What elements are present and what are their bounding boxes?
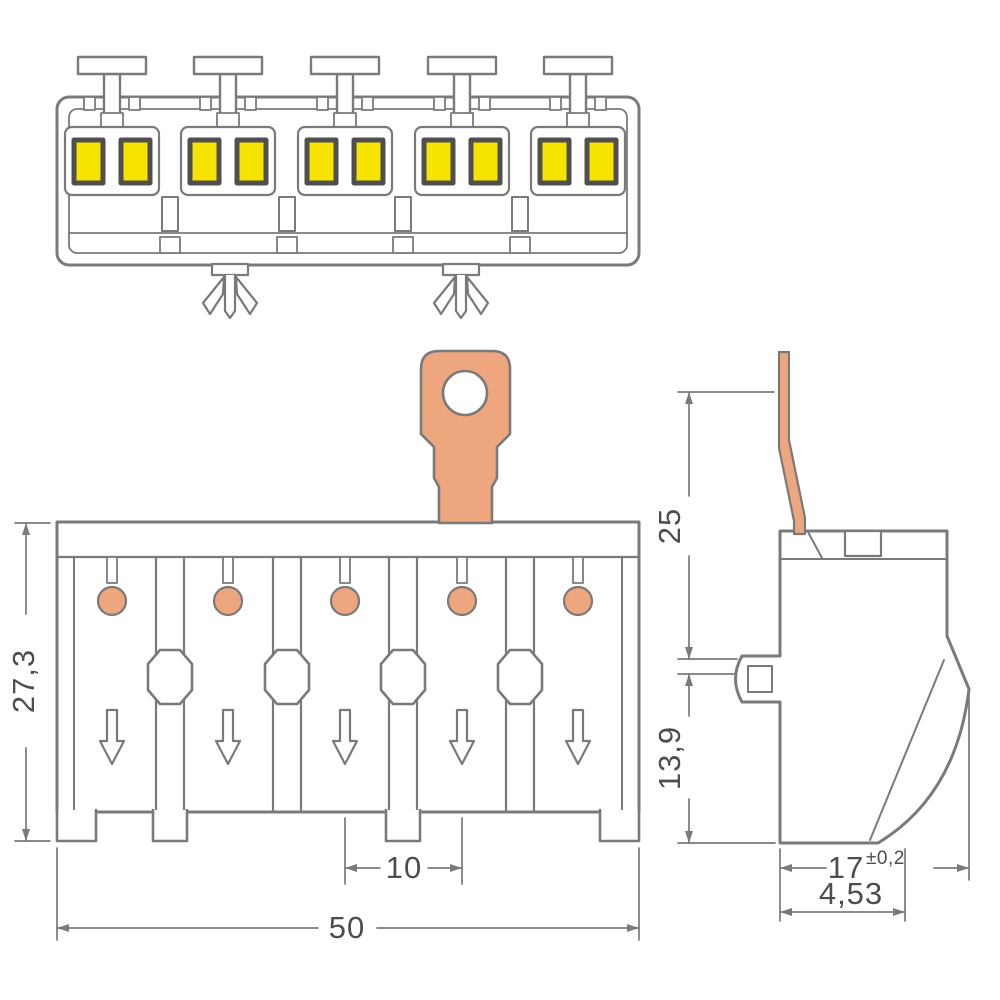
bottom-foot	[384, 808, 422, 843]
dimension-bottom-offset	[779, 848, 906, 922]
dimension-label-depth-tolerance: ±0,2	[866, 848, 905, 869]
pole-separator	[276, 196, 298, 254]
dimension-label-total-width: 50	[329, 910, 365, 945]
pole-separator	[159, 196, 181, 254]
dimension-label-depth: 17	[828, 850, 864, 885]
dimension-pole-pitch	[344, 817, 463, 885]
front-view	[55, 349, 641, 843]
bottom-foot	[151, 808, 189, 843]
ground-contact-lug	[419, 349, 512, 525]
dimensions: 27,3 50 10 25 13,9 17 ±0,2 4,53	[6, 391, 970, 945]
side-push-button	[843, 529, 883, 558]
dimension-total-height	[14, 522, 51, 842]
dimension-labels: 27,3 50 10 25 13,9 17 ±0,2 4,53	[6, 508, 905, 945]
dimension-total-width	[56, 847, 640, 941]
push-button	[426, 55, 498, 118]
dimension-ground-contact-height	[677, 391, 775, 660]
dimension-body-lower-height	[677, 673, 776, 844]
push-button	[192, 55, 264, 118]
bottom-foot	[598, 808, 641, 843]
dimension-label-pole-pitch: 10	[386, 850, 422, 885]
side-view	[734, 350, 971, 845]
top-view	[55, 55, 641, 320]
dimension-label-body-lower-height: 13,9	[652, 726, 687, 790]
ground-contact-leg	[777, 350, 807, 536]
pole-separator	[392, 196, 414, 254]
pole-separator	[509, 196, 531, 254]
push-button	[309, 55, 381, 118]
lug-hole	[441, 369, 489, 417]
push-button	[76, 55, 148, 118]
push-button	[542, 55, 614, 118]
dimension-label-bottom-offset: 4,53	[819, 876, 883, 911]
dimension-label-total-height: 27,3	[6, 649, 41, 713]
bottom-foot	[55, 808, 98, 843]
side-view-housing	[734, 529, 971, 845]
mounting-foot	[201, 262, 259, 320]
mounting-foot	[432, 262, 490, 320]
dimension-label-ground-contact-height: 25	[652, 508, 687, 544]
latch-detail	[747, 665, 773, 693]
